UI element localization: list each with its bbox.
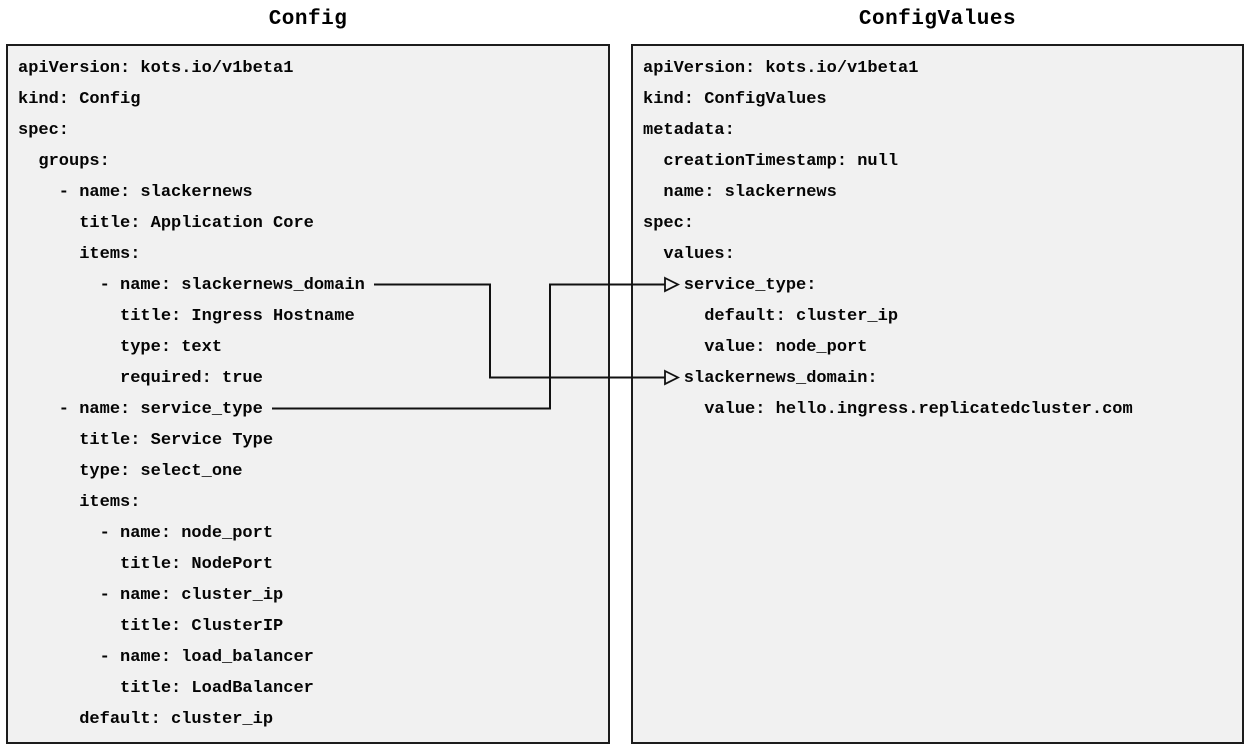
- code-line: apiVersion: kots.io/v1beta1: [18, 59, 294, 78]
- code-line: service_type:: [643, 276, 817, 295]
- code-line: spec:: [643, 214, 695, 233]
- code-line: - name: slackernews: [18, 183, 253, 202]
- config-yaml-panel: apiVersion: kots.io/v1beta1 kind: Config s…: [6, 44, 610, 744]
- configvalues-panel-title: ConfigValues: [858, 8, 1017, 31]
- code-line: name: slackernews: [643, 183, 837, 202]
- code-line: - name: service_type: [18, 400, 263, 419]
- code-line: type: text: [18, 338, 223, 357]
- code-line: slackernews_domain:: [643, 369, 878, 388]
- code-line: default: cluster_ip: [18, 710, 274, 729]
- code-line: default: cluster_ip: [643, 307, 899, 326]
- code-line: metadata:: [643, 121, 735, 140]
- code-line: title: Ingress Hostname: [18, 307, 355, 326]
- code-line: groups:: [18, 152, 110, 171]
- code-line: value: node_port: [643, 338, 868, 357]
- code-line: title: NodePort: [18, 555, 274, 574]
- code-line: title: LoadBalancer: [18, 679, 314, 698]
- code-line: type: select_one: [18, 462, 243, 481]
- code-line: title: ClusterIP: [18, 617, 284, 636]
- code-line: - name: slackernews_domain: [18, 276, 365, 295]
- code-line: - name: node_port: [18, 524, 274, 543]
- code-line: kind: ConfigValues: [643, 90, 827, 109]
- configvalues-yaml-panel: apiVersion: kots.io/v1beta1 kind: ConfigV…: [631, 44, 1244, 744]
- code-line: items:: [18, 493, 141, 512]
- code-line: spec:: [18, 121, 70, 140]
- code-line: title: Service Type: [18, 431, 274, 450]
- code-line: value: hello.ingress.replicatedcluster.c…: [643, 400, 1133, 419]
- config-panel-title: Config: [268, 8, 348, 31]
- code-line: apiVersion: kots.io/v1beta1: [643, 59, 919, 78]
- code-line: required: true: [18, 369, 263, 388]
- code-line: items:: [18, 245, 141, 264]
- code-line: title: Application Core: [18, 214, 314, 233]
- code-line: kind: Config: [18, 90, 141, 109]
- code-line: values:: [643, 245, 735, 264]
- code-line: - name: load_balancer: [18, 648, 314, 667]
- code-line: creationTimestamp: null: [643, 152, 899, 171]
- code-line: - name: cluster_ip: [18, 586, 284, 605]
